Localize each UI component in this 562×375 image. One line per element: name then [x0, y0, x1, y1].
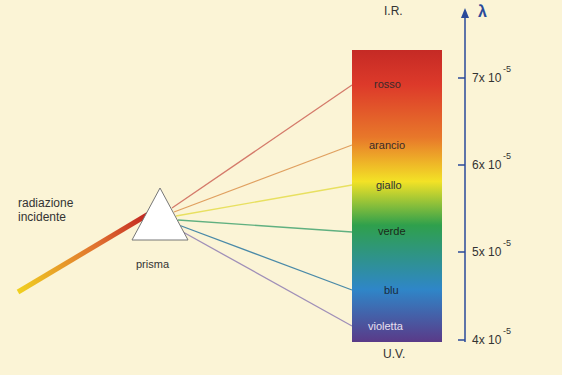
- color-name: violetta: [368, 320, 403, 333]
- tick-exponent: -5: [503, 64, 511, 75]
- prism-label: prisma: [136, 258, 169, 271]
- dispersed-rays: [172, 85, 352, 326]
- tick-value: 4x 10: [472, 333, 501, 347]
- tick-exponent: -5: [503, 151, 511, 162]
- spectrum-bar: [352, 50, 442, 342]
- tick-exponent: -5: [503, 238, 511, 249]
- wavelength-axis: [458, 8, 469, 342]
- color-name: giallo: [376, 179, 402, 192]
- tick-value: 5x 10: [472, 245, 501, 259]
- beam-label: radiazione incidente: [18, 196, 88, 224]
- color-name: verde: [378, 225, 406, 238]
- tick-value: 7x 10: [472, 71, 501, 85]
- ultraviolet-label: U.V.: [383, 347, 405, 361]
- infrared-label: I.R.: [384, 4, 403, 18]
- color-name: blu: [384, 284, 399, 297]
- color-name: arancio: [369, 139, 405, 152]
- tick-value: 6x 10: [472, 158, 501, 172]
- color-name: rosso: [374, 78, 401, 91]
- incident-beam: [18, 212, 152, 292]
- tick-exponent: -5: [503, 326, 511, 337]
- prism-triangle: [132, 188, 188, 240]
- axis-symbol: λ: [478, 2, 487, 21]
